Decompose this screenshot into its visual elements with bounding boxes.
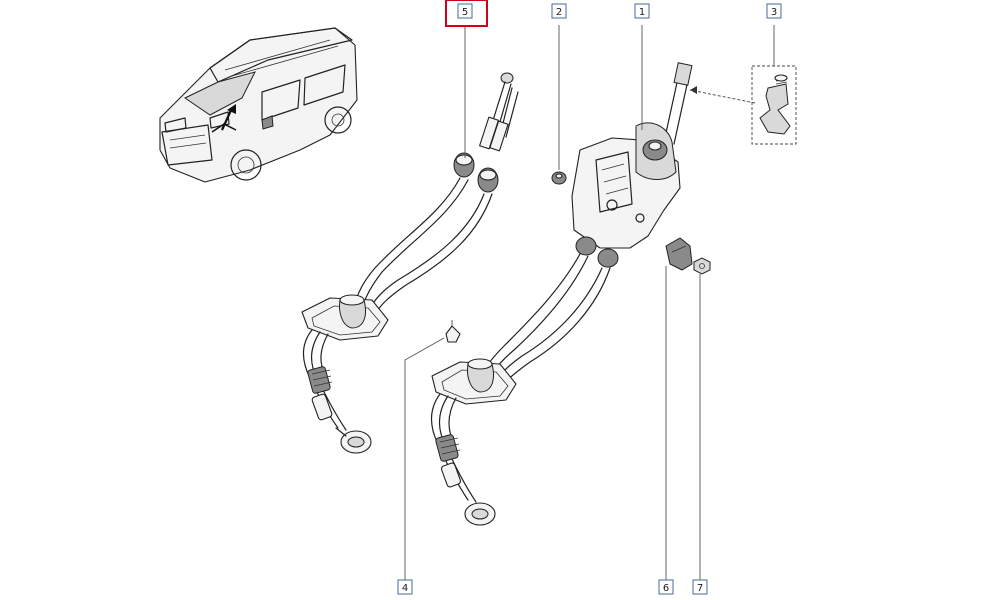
- callout-7-label: 7: [697, 583, 703, 594]
- callout-7-box[interactable]: [692, 579, 708, 595]
- callout-3-box[interactable]: [766, 3, 782, 19]
- callout-3-label: 3: [771, 7, 777, 18]
- cable-assembly-left: [301, 72, 519, 454]
- callouts: 5 2 1 3 4 6 7: [397, 0, 782, 595]
- part-4-clip: [445, 320, 461, 343]
- part-2-nut: [551, 171, 567, 185]
- part-6-bracket: [665, 237, 693, 271]
- callout-6-box[interactable]: [658, 579, 674, 595]
- callout-4-box[interactable]: [397, 579, 413, 595]
- callout-5-label: 5: [462, 7, 468, 18]
- leader-lines: [404, 25, 775, 580]
- part-7-nut: [693, 257, 711, 275]
- part-3-insert: [751, 65, 797, 145]
- callout-5-highlight: [445, 0, 488, 27]
- gear-shift-lever-assembly: [430, 62, 756, 526]
- callout-1-label: 1: [639, 7, 645, 18]
- callout-1-box[interactable]: [634, 3, 650, 19]
- callout-5-box[interactable]: [457, 3, 473, 19]
- van-illustration: [159, 27, 358, 183]
- callout-6-label: 6: [663, 583, 669, 594]
- callout-4-label: 4: [402, 583, 408, 594]
- callout-2-box[interactable]: [551, 3, 567, 19]
- callout-2-label: 2: [556, 7, 562, 18]
